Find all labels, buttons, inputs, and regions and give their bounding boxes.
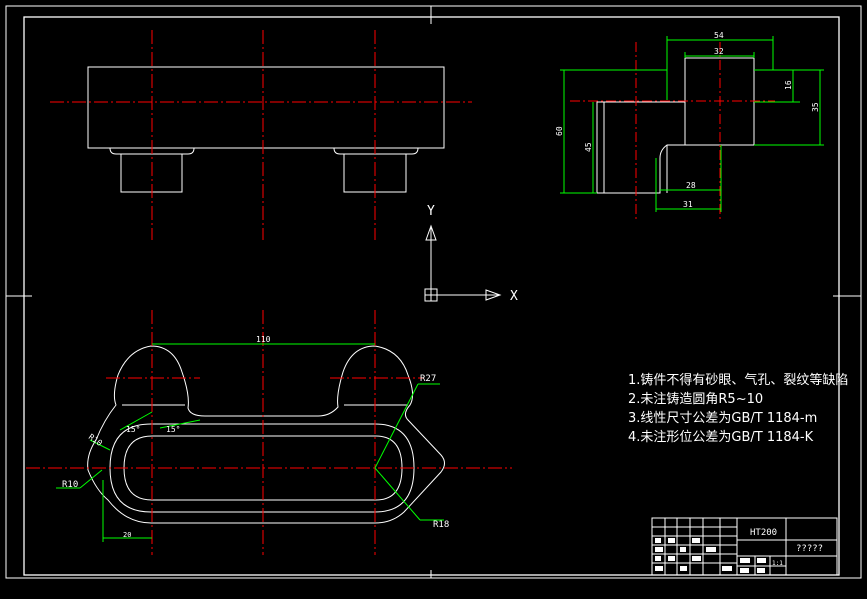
front-view-centerlines: [50, 30, 472, 240]
dim-45: 45: [584, 142, 593, 152]
plan-view-centerlines: [26, 310, 512, 555]
front-view: [87, 66, 445, 193]
dim-110: 110: [256, 335, 271, 344]
title-block: [651, 517, 838, 576]
dim-angle-1: 15°: [126, 425, 140, 434]
ucs-icon: [424, 224, 502, 302]
dim-28: 28: [686, 181, 696, 190]
dim-54: 54: [714, 31, 724, 40]
y-axis-label: Y: [427, 204, 435, 219]
title-block-fill-marks: [655, 538, 766, 573]
dim-r18: R18: [433, 520, 449, 530]
tech-note-1: 1.铸件不得有砂眼、气孔、裂纹等缺陷: [628, 373, 849, 388]
tech-note-2: 2.未注铸造圆角R5~10: [628, 392, 764, 407]
side-view-dimensions: [560, 36, 824, 212]
dim-r27: R27: [420, 374, 436, 384]
title-name: ?????: [796, 544, 823, 554]
dim-r10: R10: [62, 480, 78, 490]
plan-view: [87, 345, 445, 524]
outer-frame: [5, 5, 862, 579]
dim-20: 20: [123, 531, 131, 539]
tech-note-4: 4.未注形位公差为GB/T 1184-K: [628, 430, 814, 445]
tech-note-3: 3.线性尺寸公差为GB/T 1184-m: [628, 411, 818, 426]
title-scale: 1:1: [772, 560, 783, 567]
dim-16: 16: [784, 80, 793, 90]
plan-view-dimensions: [56, 343, 444, 542]
x-axis-label: X: [510, 289, 518, 304]
title-material: HT200: [750, 528, 777, 538]
dim-32: 32: [714, 47, 724, 56]
dim-angle-2: 15°: [166, 425, 180, 434]
side-view: [596, 57, 755, 194]
dim-31: 31: [683, 200, 693, 209]
dim-35: 35: [811, 102, 820, 112]
dim-60: 60: [555, 126, 564, 136]
